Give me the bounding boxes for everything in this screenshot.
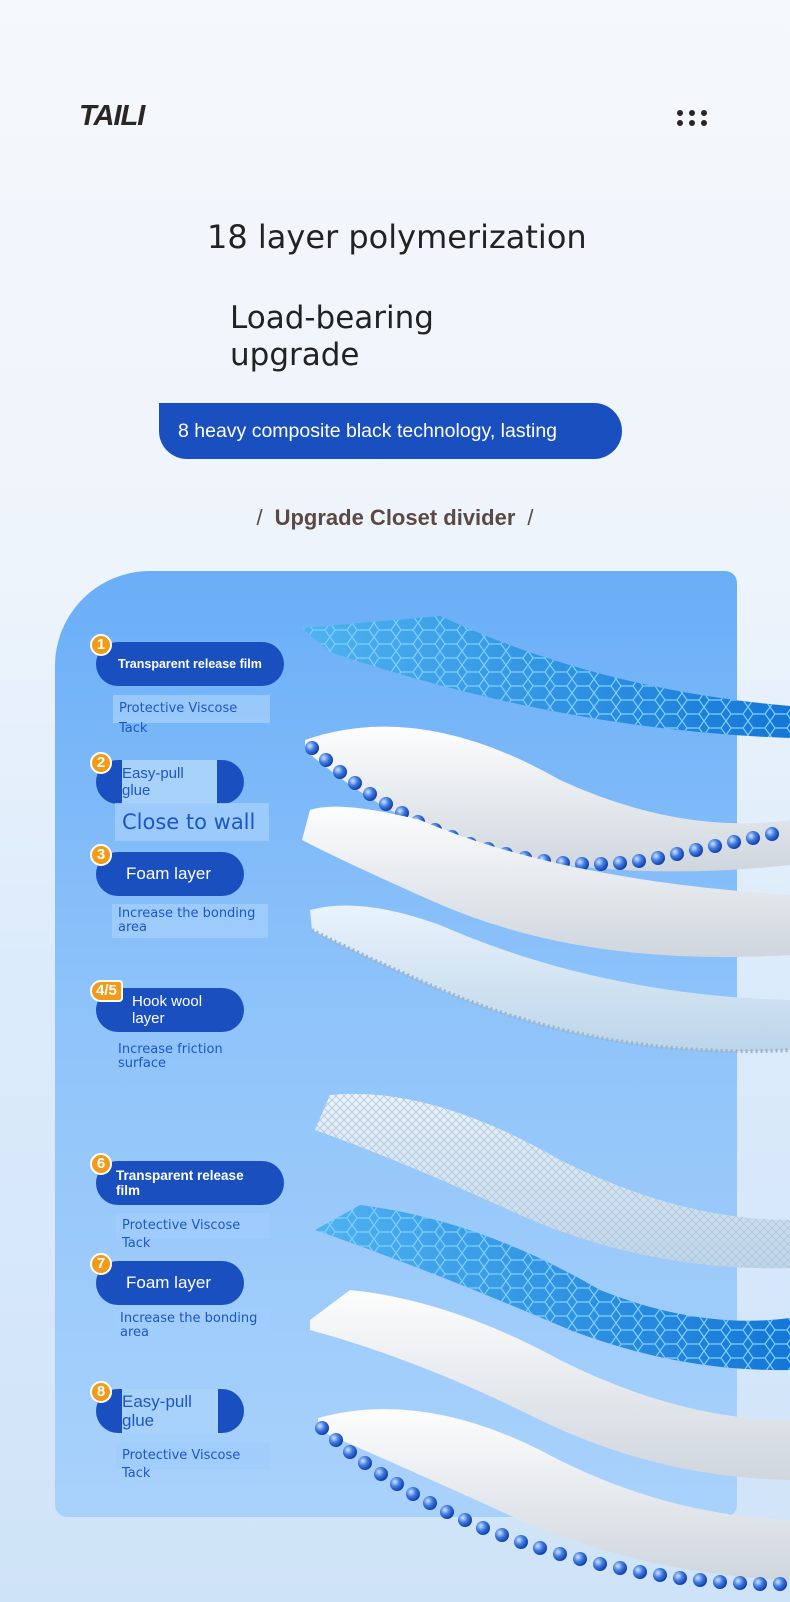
dots-grid-icon[interactable] [677, 110, 711, 126]
page-subtitle: Load-bearing upgrade [230, 300, 434, 373]
layer-label-text: Easy-pull glue [122, 1392, 192, 1430]
layer-3-label: Foam layer [96, 852, 244, 896]
layer-label-text: Easy-pull glue [122, 765, 184, 799]
layer-1-label: Transparent release film [96, 642, 284, 686]
layer-6-label: Transparent release film [96, 1161, 284, 1205]
layer-3-badge: 3 [90, 844, 112, 866]
layer-7-badge: 7 [90, 1253, 112, 1275]
layer-8-desc: Protective Viscose Tack [116, 1443, 270, 1481]
page-title: 18 layer polymerization [207, 218, 587, 256]
layer-6-desc: Protective Viscose Tack [116, 1213, 270, 1251]
layer-1-desc: Protective Viscose Tack [113, 695, 270, 736]
layer-label-text: Transparent release film [118, 657, 262, 671]
layer-label-text: Hook wool layer [132, 993, 203, 1027]
layer-6-badge: 6 [90, 1153, 112, 1175]
layer-label-text: Transparent release film [116, 1168, 244, 1198]
layer-4-5-desc: Increase friction surface [118, 1042, 223, 1071]
slash-divider: / [256, 505, 263, 530]
brand-logo: TAILI [79, 100, 145, 132]
section-title-row: / Upgrade Closet divider / [0, 505, 790, 531]
layer-3-desc: Increase the bonding area [112, 904, 268, 938]
layer-2-badge: 2 [90, 752, 112, 774]
layer-8-label: Easy-pull glue [96, 1389, 244, 1433]
layer-8-badge: 8 [90, 1381, 112, 1403]
layer-label-text: Foam layer [126, 1273, 212, 1292]
layer-4-5-badge: 4/5 [90, 980, 123, 1002]
section-title: Upgrade Closet divider [274, 505, 516, 530]
layer-1-badge: 1 [90, 634, 112, 656]
layer-7-desc: Increase the bonding area [114, 1309, 270, 1343]
slash-divider: / [527, 505, 534, 530]
layer-label-text: Foam layer [126, 864, 212, 883]
layer-7-label: Foam layer [96, 1261, 244, 1305]
layer-2-desc: Close to wall [115, 803, 269, 841]
feature-pill: 8 heavy composite black technology, last… [159, 403, 622, 459]
layer-2-label: Easy-pull glue [96, 760, 244, 804]
